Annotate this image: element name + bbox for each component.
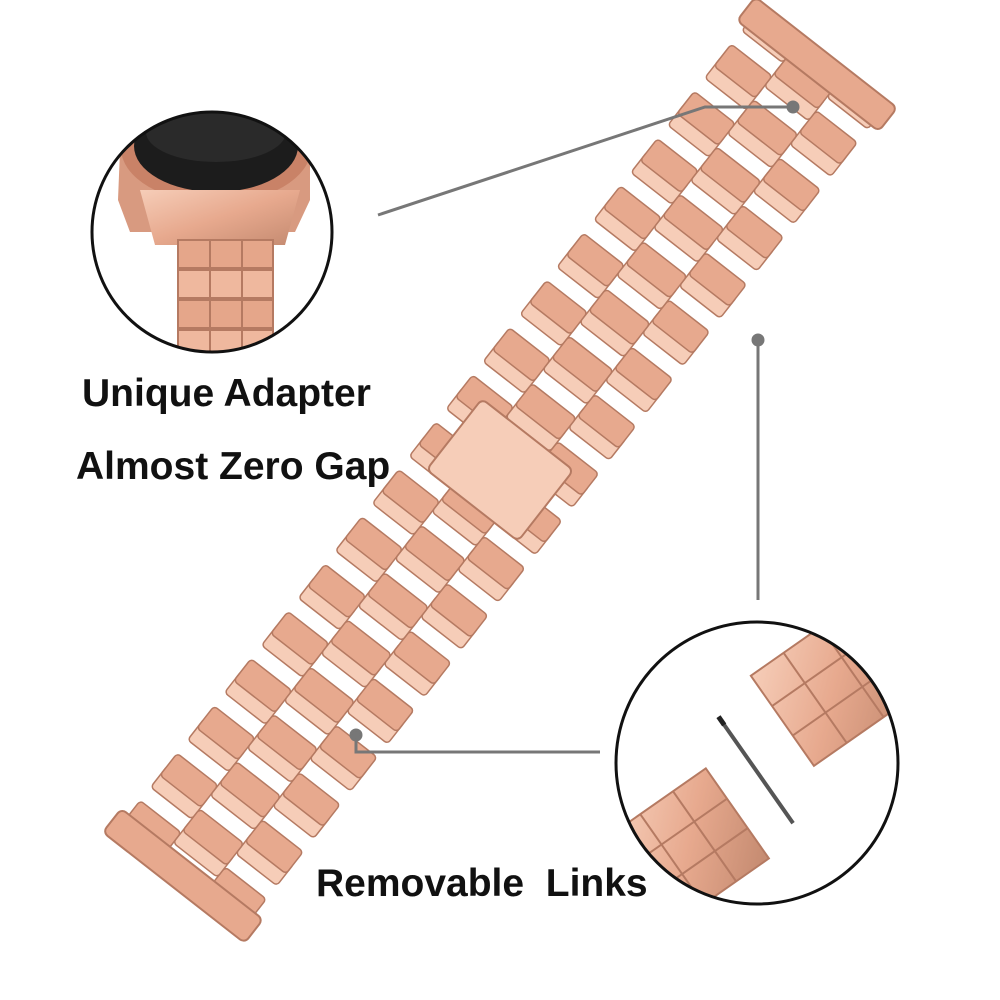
strap-center-link [294,667,354,723]
strap-link [345,517,402,571]
caption-unique-adapter: Unique Adapter [82,372,371,415]
strap-link [714,44,772,98]
strap-link [615,347,672,401]
strap-center-link [404,526,465,581]
strap-adapter [738,0,896,130]
strap-link [282,773,340,826]
strap-link [382,470,439,523]
strap-center-link [552,337,613,392]
strap-link [430,584,488,637]
strap-center-link [257,715,317,771]
strap-link [493,328,550,381]
link-detail-icon [614,620,900,906]
strap-link [689,253,746,306]
strap-link [530,281,587,334]
strap-center-link [367,573,428,629]
strap-link [799,111,857,164]
pointer-lines [349,100,800,754]
strap-link [763,158,820,212]
strap-link [393,631,451,684]
strap-center-link [737,100,798,156]
strap-link [234,659,292,712]
watch-strap [104,0,896,942]
strap-link [467,536,525,590]
watch-detail-icon [90,110,334,354]
strap-link [308,565,366,618]
strap-link [726,205,783,259]
strap-center-link [183,809,243,865]
strap-link [271,612,329,665]
strap-clasp [428,400,572,540]
strap-center-link [331,620,391,676]
strap-link [356,678,414,732]
strap-link [640,139,698,192]
strap-adapter [104,810,262,942]
strap-link [604,186,661,240]
strap-link [578,395,635,448]
strap-center-link [220,762,280,818]
strap-link [160,754,218,807]
caption-removable-links: Removable Links [316,862,648,905]
strap-center-link [700,147,761,203]
strap-link [652,300,709,353]
strap-center-link [626,242,687,298]
strap-link [567,234,624,287]
strap-center-link [589,289,650,345]
strap-link [245,820,303,873]
caption-almost-zero-gap: Almost Zero Gap [76,445,391,488]
strap-center-link [663,195,724,250]
strap-link [197,706,255,760]
strap-center-link [515,384,576,440]
